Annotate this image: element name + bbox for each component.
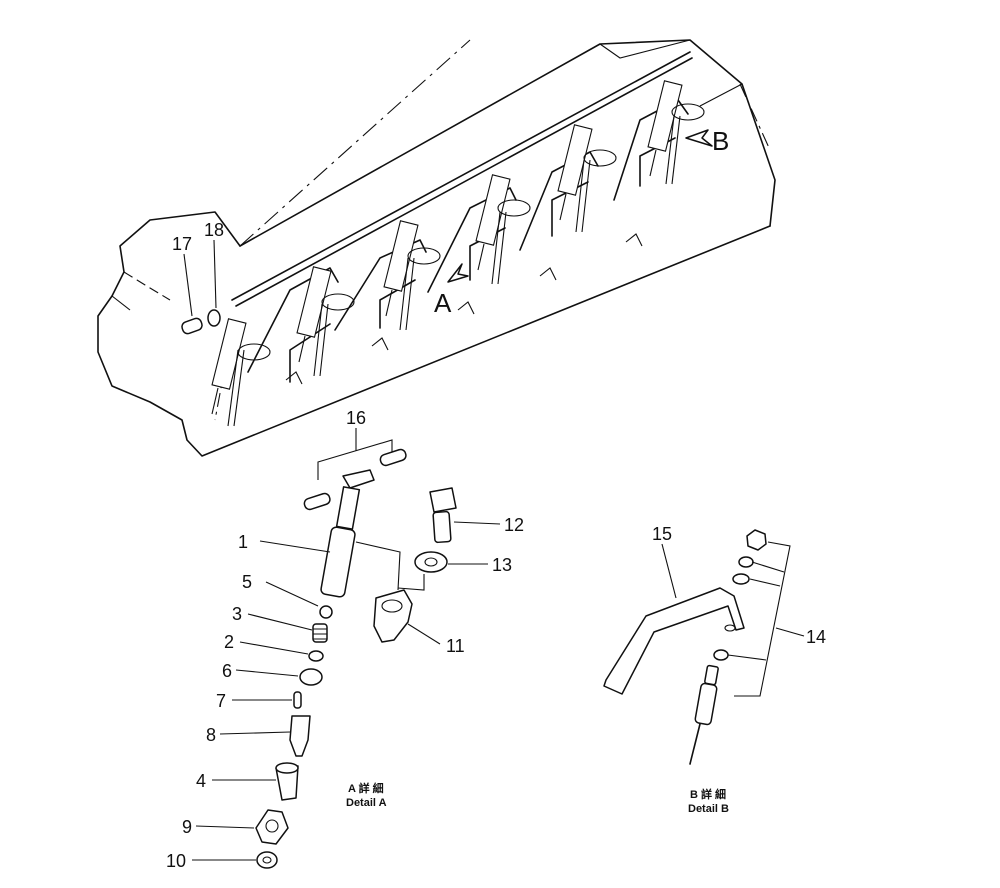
callout-4: 4 [196,771,206,791]
detail-a-native-caption: A 詳 細 [348,781,384,795]
part-18-clip-shape [207,309,221,327]
callout-2: 2 [224,632,234,652]
callout-10: 10 [166,851,186,871]
callout-11: 11 [446,636,465,656]
detail-b-native-caption: B 詳 細 [690,787,726,801]
callout-7: 7 [216,691,226,711]
callout-12: 12 [504,515,524,535]
callout-15: 15 [652,524,672,544]
callout-17: 17 [172,234,192,254]
detail-b-exploded-view [603,529,805,765]
cylinder-head-assembly [97,39,776,457]
callout-3: 3 [232,604,242,624]
detail-a-caption: Detail A [346,797,387,809]
callout-16: 16 [346,408,366,428]
callout-8: 8 [206,725,216,745]
callout-18: 18 [204,220,224,240]
callout-13: 13 [492,555,512,575]
callout-5: 5 [242,572,252,592]
view-label-b: B [712,126,729,156]
view-arrow-b [685,129,713,147]
view-label-a: A [434,288,452,318]
callout-14: 14 [806,627,826,647]
view-arrow-a [447,263,469,283]
detail-b-caption: Detail B [688,803,729,815]
callout-6: 6 [222,661,232,681]
callout-9: 9 [182,817,192,837]
detail-a-exploded-view [192,428,501,869]
callout-1: 1 [238,532,248,552]
part-17-pipe-shape [181,317,203,335]
